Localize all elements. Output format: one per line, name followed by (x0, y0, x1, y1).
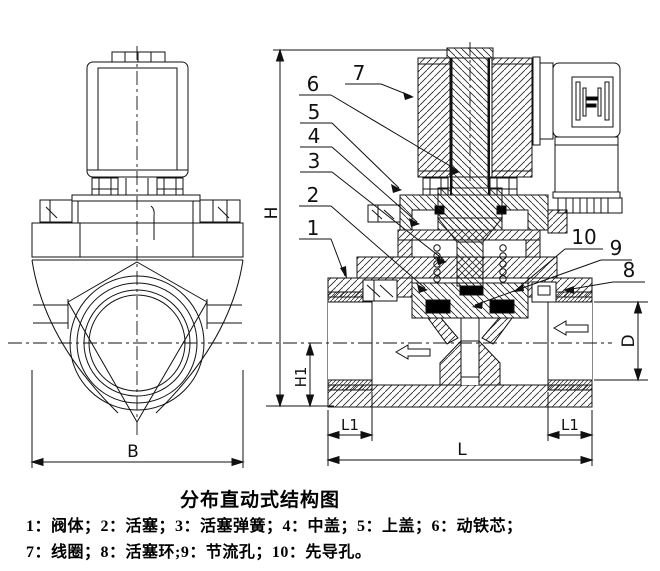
pilot-seal (459, 285, 484, 296)
flow-arrow-right-port (553, 320, 589, 336)
flow-arrow-left-chamber (395, 344, 431, 360)
dimension-lines (30, 48, 648, 468)
dim-label-B: B (127, 442, 139, 462)
part-number-2: 2 (307, 183, 320, 207)
bonnet-flange-outline (39, 194, 241, 224)
part-number-10: 10 (571, 225, 596, 249)
drawing-title: 分布直动式结构图 (179, 490, 340, 511)
part-number-3: 3 (308, 149, 321, 173)
dim-label-L: L (457, 440, 467, 460)
flow-arrows (395, 320, 589, 360)
piston-ring-left (425, 299, 451, 314)
legend-line-2: 7：线圈；8：活塞环;9：节流孔；10：先导孔。 (26, 544, 372, 561)
part-number-7: 7 (353, 61, 366, 85)
dimension-labels: H H1 B L L1 L1 D (127, 207, 639, 462)
dim-label-H: H (262, 207, 282, 220)
part-number-4: 4 (308, 124, 321, 148)
piston-ring-right (489, 299, 515, 314)
legend-line-1: 1：阀体；2：活塞；3：活塞弹簧；4：中盖；5：上盖；6：动铁芯； (26, 518, 523, 535)
terminal-strip (111, 51, 166, 63)
section-view (327, 47, 623, 408)
part-number-8: 8 (623, 258, 636, 282)
left-side-view (31, 51, 244, 423)
part-number-1: 1 (307, 216, 320, 240)
part-number-6: 6 (307, 72, 320, 96)
dim-label-H1: H1 (292, 367, 310, 388)
valve-drawing: H H1 B L L1 L1 D (8, 42, 648, 468)
part-number-9: 9 (610, 236, 623, 260)
electrical-connector (532, 56, 623, 214)
coil-mount-nuts (91, 177, 184, 196)
dim-label-L1-right: L1 (561, 416, 579, 434)
dim-label-D: D (619, 334, 639, 347)
part-numbers: 7 6 5 4 3 2 1 10 9 8 (307, 61, 636, 282)
valve-body-outline (31, 205, 244, 423)
part-number-5: 5 (308, 100, 321, 124)
leader-arrowheads (340, 92, 574, 309)
coil-housing-outline (86, 61, 189, 178)
part-leaders (299, 83, 645, 309)
dim-label-L1-left: L1 (341, 416, 359, 434)
